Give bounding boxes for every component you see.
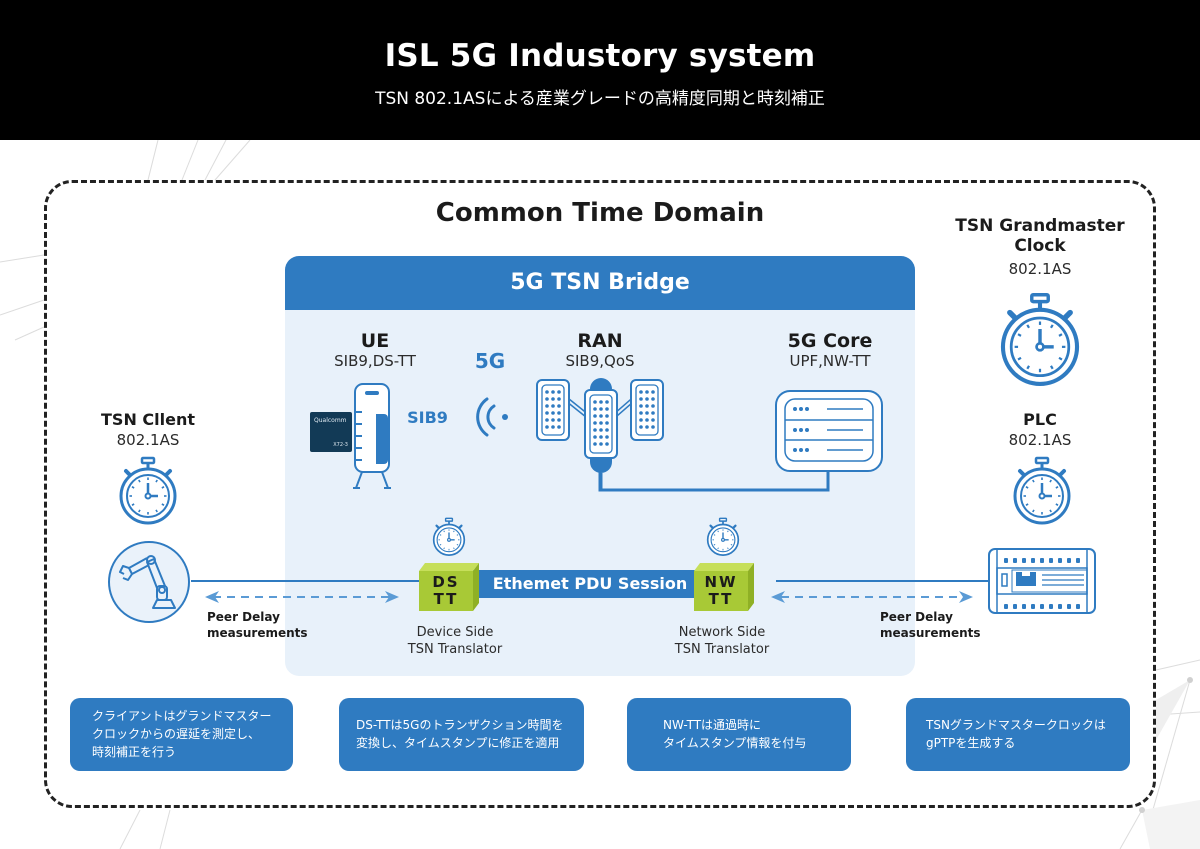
note-client: クライアントはグランドマスター クロックからの遅延を測定し、 時刻補正を行う bbox=[70, 698, 293, 771]
plc-stopwatch-icon bbox=[1013, 456, 1071, 525]
5g-core-server-icon bbox=[775, 390, 883, 472]
ds-tt-cube: DS TT bbox=[419, 563, 479, 611]
nw-tt-stopwatch-icon bbox=[706, 517, 740, 556]
ue-title: UE bbox=[360, 330, 390, 352]
chip-model: X72-3 bbox=[333, 442, 348, 448]
peer-delay-left-line1: Peer Delay bbox=[207, 610, 280, 624]
note-grandmaster-line: TSNグランドマスタークロックは bbox=[926, 718, 1106, 732]
ue-subtitle: SIB9,DS-TT bbox=[334, 352, 416, 370]
ds-tt-cube-line2: TT bbox=[433, 590, 459, 608]
common-time-domain-border bbox=[44, 180, 1156, 808]
note-client-line: クライアントはグランドマスター bbox=[92, 709, 272, 723]
tsn-client-title: TSN Cllent bbox=[101, 410, 195, 429]
page-header: ISL 5G Industory system TSN 802.1ASによる産業… bbox=[0, 0, 1200, 140]
tsn-client-subtitle: 802.1AS bbox=[116, 431, 180, 449]
5g-core-title: 5G Core bbox=[787, 330, 873, 352]
peer-delay-left-label: Peer Delay measurements bbox=[207, 609, 308, 641]
ran-core-link bbox=[598, 470, 830, 492]
ds-tt-cube-label: DS TT bbox=[419, 571, 473, 611]
ethernet-pdu-session-bar: Ethemet PDU Session bbox=[470, 570, 710, 598]
ran-title: RAN bbox=[577, 330, 623, 352]
plc-device-icon bbox=[988, 548, 1096, 614]
grandmaster-title-line2: Clock bbox=[1014, 236, 1066, 256]
peer-delay-right-line1: Peer Delay bbox=[880, 610, 953, 624]
ds-tt-stopwatch-icon bbox=[432, 517, 466, 556]
grandmaster-title: TSN Grandmaster Clock bbox=[950, 216, 1130, 256]
chip-brand: Qualcomm bbox=[314, 417, 347, 424]
5g-radio-label: 5G bbox=[474, 349, 506, 373]
wireless-signal-icon bbox=[476, 397, 508, 437]
note-grandmaster-line: gPTPを生成する bbox=[926, 736, 1016, 750]
qualcomm-chip-icon: Qualcomm X72-3 bbox=[310, 412, 352, 452]
ds-tt-caption-line2: TSN Translator bbox=[407, 642, 503, 657]
grandmaster-subtitle: 802.1AS bbox=[1008, 260, 1072, 278]
ds-tt-caption: Device Side TSN Translator bbox=[385, 624, 525, 658]
note-nw-tt-line: タイムスタンプ情報を付与 bbox=[663, 736, 807, 750]
nw-tt-cube: NW TT bbox=[694, 563, 754, 611]
note-ds-tt: DS-TTは5Gのトランザクション時間を 変換し、タイムスタンプに修正を適用 bbox=[339, 698, 584, 771]
ue-sib9-label: SIB9 bbox=[407, 408, 448, 427]
5g-tsn-bridge-title: 5G TSN Bridge bbox=[285, 256, 915, 310]
nw-tt-cube-line2: TT bbox=[708, 590, 734, 608]
nw-tt-caption: Network Side TSN Translator bbox=[652, 624, 792, 658]
peer-delay-right-label: Peer Delay measurements bbox=[880, 609, 981, 641]
grandmaster-title-line1: TSN Grandmaster bbox=[955, 216, 1125, 236]
page-subtitle: TSN 802.1ASによる産業グレードの高精度同期と時刻補正 bbox=[375, 89, 825, 109]
plc-subtitle: 802.1AS bbox=[1008, 431, 1072, 449]
nw-tt-cube-label: NW TT bbox=[694, 571, 748, 611]
nw-tt-caption-line1: Network Side bbox=[678, 625, 766, 640]
note-ds-tt-line: DS-TTは5Gのトランザクション時間を bbox=[356, 718, 564, 732]
nw-tt-caption-line2: TSN Translator bbox=[674, 642, 770, 657]
page-title: ISL 5G Industory system bbox=[384, 38, 816, 74]
note-nw-tt: NW-TTは通過時に タイムスタンプ情報を付与 bbox=[627, 698, 851, 771]
peer-delay-right-line2: measurements bbox=[880, 626, 981, 640]
nw-tt-cube-line1: NW bbox=[704, 573, 738, 591]
ran-subtitle: SIB9,QoS bbox=[565, 352, 635, 370]
note-client-line: クロックからの遅延を測定し、 bbox=[92, 727, 261, 741]
common-time-domain-title: Common Time Domain bbox=[435, 198, 765, 228]
ds-tt-cube-line1: DS bbox=[432, 573, 460, 591]
background-network-lines bbox=[0, 140, 1200, 849]
sync-link-lines bbox=[191, 580, 988, 603]
ue-device-icon bbox=[353, 383, 391, 489]
note-ds-tt-line: 変換し、タイムスタンプに修正を適用 bbox=[356, 736, 560, 750]
note-nw-tt-line: NW-TTは通過時に bbox=[663, 718, 762, 732]
ran-antenna-icon bbox=[536, 378, 664, 490]
ds-tt-caption-line1: Device Side bbox=[416, 625, 494, 640]
peer-delay-left-line2: measurements bbox=[207, 626, 308, 640]
robot-arm-icon bbox=[108, 541, 190, 623]
note-client-line: 時刻補正を行う bbox=[92, 745, 177, 759]
plc-title: PLC bbox=[1023, 410, 1057, 429]
tsn-client-stopwatch-icon bbox=[119, 456, 177, 525]
grandmaster-stopwatch-icon bbox=[1000, 293, 1080, 386]
5g-core-subtitle: UPF,NW-TT bbox=[789, 352, 871, 370]
note-grandmaster: TSNグランドマスタークロックは gPTPを生成する bbox=[906, 698, 1130, 771]
